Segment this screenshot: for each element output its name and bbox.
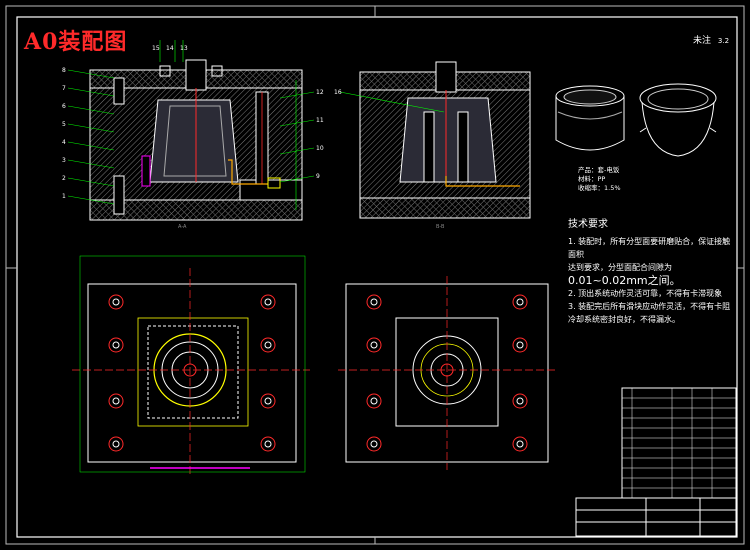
surface-roughness-value: 3.2 (717, 37, 730, 45)
bolt-hole-inner (264, 440, 272, 448)
part-spec-line: 材料：PP (578, 175, 606, 183)
bolt-hole-inner (264, 397, 272, 405)
bolt-hole (108, 393, 124, 409)
callout-number: 14 (166, 45, 174, 52)
section-view-main (89, 40, 303, 221)
tech-requirement-item: 3. 装配完后所有滑块应动作灵活，不得有卡阻 (568, 302, 731, 311)
callout-number: 15 (152, 45, 160, 52)
plan-view-fixed-half (338, 276, 556, 470)
bolt-hole-inner (516, 341, 524, 349)
rice-cooker-part-iso-2 (639, 83, 717, 157)
callout-number: 11 (316, 117, 324, 124)
tech-requirements-heading: 技术要求 (568, 219, 608, 230)
bolt-hole (512, 337, 528, 353)
bolt-hole-inner (264, 298, 272, 306)
tech-requirement-item: 2. 顶出系统动作灵活可靠，不得有卡滞现象 (568, 289, 723, 298)
plan-view-moving-half (72, 255, 310, 476)
bolt-hole (108, 436, 124, 452)
callout-leader (67, 123, 115, 133)
callout-number: 13 (180, 45, 188, 52)
callout-number: 7 (62, 85, 66, 92)
tech-requirement-item: 冷却系统密封良好，不得漏水。 (568, 315, 680, 324)
callout-leader (67, 87, 115, 97)
callout-leader (279, 175, 315, 183)
callout-leader (67, 159, 115, 169)
parts-list-table (621, 387, 737, 499)
part-spec-line: 产品：套-电饭 (578, 166, 620, 174)
bolt-hole (366, 393, 382, 409)
callout-number: 12 (316, 89, 324, 96)
tech-requirement-item: 达到要求，分型面配合间隙为 (568, 263, 672, 272)
bolt-hole (260, 393, 276, 409)
callout-number: 16 (334, 89, 342, 96)
bolt-hole-inner (370, 440, 378, 448)
callout-leader (279, 119, 315, 127)
surface-note-text: 未注 (693, 36, 712, 46)
section-caption-left: A-A (178, 224, 187, 230)
callout-leader (67, 177, 115, 187)
section-view-secondary (339, 61, 531, 219)
bolt-hole (260, 436, 276, 452)
callout-number: 10 (316, 145, 324, 152)
bolt-hole (366, 294, 382, 310)
callout-leader (279, 91, 315, 99)
callout-number: 8 (62, 67, 66, 74)
callout-number: 2 (62, 175, 66, 182)
bolt-hole-inner (370, 397, 378, 405)
product-illustrations (555, 83, 717, 157)
bolt-hole-inner (112, 397, 120, 405)
callout-number: 4 (62, 139, 66, 146)
bolt-hole (260, 337, 276, 353)
part-spec: 产品：套-电饭 材料：PP 收缩率：1.5% (578, 166, 621, 193)
callout-leader (279, 147, 315, 155)
bolt-hole (366, 436, 382, 452)
callout-leader (67, 141, 115, 151)
bolt-hole (108, 294, 124, 310)
tech-requirement-item: 0.01~0.02mm之间。 (568, 274, 681, 287)
callout-leader (67, 105, 115, 115)
bolt-hole (512, 294, 528, 310)
callout-number: 3 (62, 157, 66, 164)
callout-number: 9 (316, 173, 320, 180)
callout-leader (67, 69, 115, 79)
bolt-hole-inner (516, 397, 524, 405)
bolt-hole-inner (112, 440, 120, 448)
bolt-hole-inner (112, 298, 120, 306)
technical-requirements: 技术要求 1. 装配时，所有分型面要研磨贴合，保证接触面积 达到要求，分型面配合… (568, 218, 736, 326)
callout-leader (67, 195, 115, 205)
bolt-hole-inner (370, 341, 378, 349)
bolt-hole-inner (112, 341, 120, 349)
title-block (575, 497, 737, 537)
bolt-hole-inner (516, 440, 524, 448)
bolt-hole-inner (516, 298, 524, 306)
bolt-hole (512, 393, 528, 409)
bolt-hole (366, 337, 382, 353)
bolt-hole-inner (264, 341, 272, 349)
bolt-hole-inner (370, 298, 378, 306)
drawing-stamp-label: A0装配图 (24, 29, 128, 55)
bolt-hole (512, 436, 528, 452)
bom-frame (621, 387, 737, 499)
callout-number: 1 (62, 193, 66, 200)
guide-pin-holes-right (366, 294, 528, 452)
bolt-hole (108, 337, 124, 353)
section-caption-right: B-B (436, 224, 445, 230)
surface-finish-note: 未注 3.2 (693, 33, 729, 46)
callout-number: 5 (62, 121, 66, 128)
callout-number: 6 (62, 103, 66, 110)
bolt-hole (260, 294, 276, 310)
part-spec-line: 收缩率：1.5% (578, 184, 621, 192)
tech-requirement-item: 1. 装配时，所有分型面要研磨贴合，保证接触面积 (568, 237, 731, 259)
rice-cooker-part-iso-1 (555, 85, 625, 151)
guide-pin-holes-left (108, 294, 276, 452)
drawing-border (5, 5, 745, 545)
